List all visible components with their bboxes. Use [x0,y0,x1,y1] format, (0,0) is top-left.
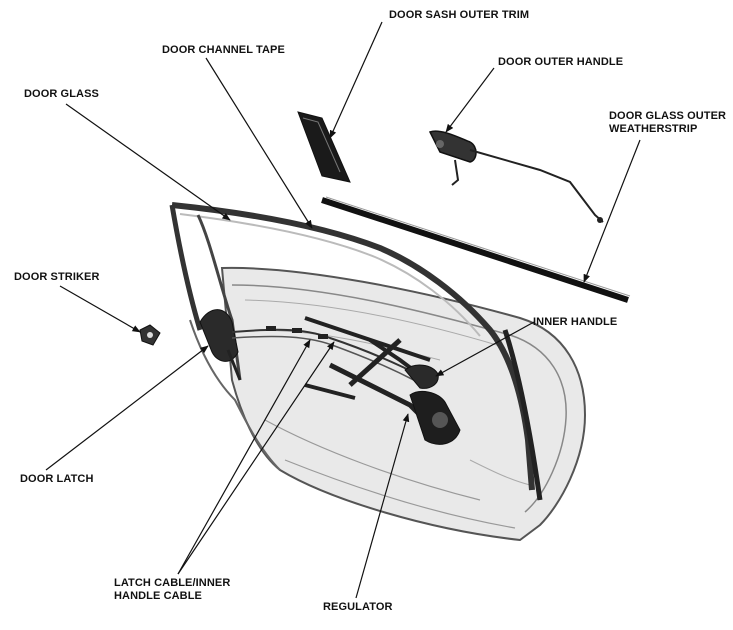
door-latch [199,309,242,381]
door-sash-outer-trim [297,111,351,183]
label-latch-cable-line2: HANDLE CABLE [114,590,202,602]
door-striker [139,324,161,346]
door-outer-handle [428,130,604,223]
leader-door-outer-handle [445,67,495,133]
label-door-channel-tape: DOOR CHANNEL TAPE [162,44,285,56]
leader-door-glass [65,103,231,221]
leader-door-latch [45,345,209,471]
leader-lines [45,21,641,599]
label-latch-cable-line1: LATCH CABLE/INNER [114,577,231,589]
door-glass-outer-weatherstrip [321,196,631,303]
label-door-outer-handle: DOOR OUTER HANDLE [498,56,624,68]
label-inner-handle: INNER HANDLE [533,316,618,328]
leader-inner-handle [435,321,535,377]
leader-door-striker [59,285,141,333]
label-door-glass-outer-weatherstrip-line2: WEATHERSTRIP [609,123,698,135]
label-door-glass: DOOR GLASS [24,88,99,100]
label-door-sash-outer-trim: DOOR SASH OUTER TRIM [389,9,530,21]
leader-latch-cable-a [177,339,311,575]
leader-door-glass-outer-weatherstrip [583,139,641,283]
regulator [304,316,461,445]
leader-latch-cable-b [177,341,335,575]
label-regulator: REGULATOR [323,601,393,613]
leader-door-channel-tape [205,57,313,229]
leader-door-sash-outer-trim [329,21,383,139]
label-door-latch: DOOR LATCH [20,473,94,485]
label-door-glass-outer-weatherstrip-line1: DOOR GLASS OUTER [609,110,727,122]
leader-regulator [355,413,410,599]
label-door-striker: DOOR STRIKER [14,271,100,283]
